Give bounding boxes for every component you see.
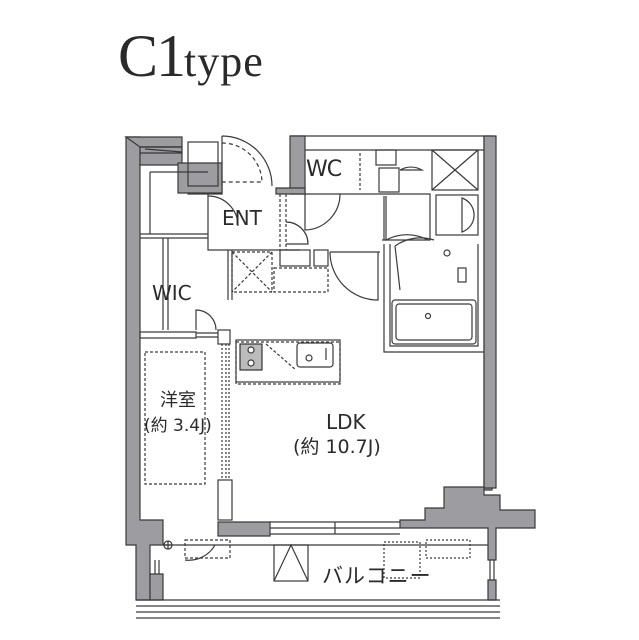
room-label-wc: WC (306, 157, 342, 182)
room-label-entrance: ENT (222, 206, 262, 230)
interior-lines (136, 135, 500, 619)
plan-type-suffix: type (184, 37, 264, 86)
room-label-walk-in-closet: WIC (152, 281, 192, 305)
plan-type-title: C1type (118, 22, 264, 91)
room-size-ldk: (約 10.7J) (293, 436, 381, 458)
room-label-western-room: 洋室 (160, 390, 196, 411)
plan-type-code: C1 (118, 23, 186, 89)
structural-walls (124, 135, 536, 601)
room-size-western-room: (約 3.4J) (144, 416, 212, 436)
room-label-balcony: バルコニー (322, 564, 432, 588)
room-label-ldk: LDK (326, 410, 366, 434)
